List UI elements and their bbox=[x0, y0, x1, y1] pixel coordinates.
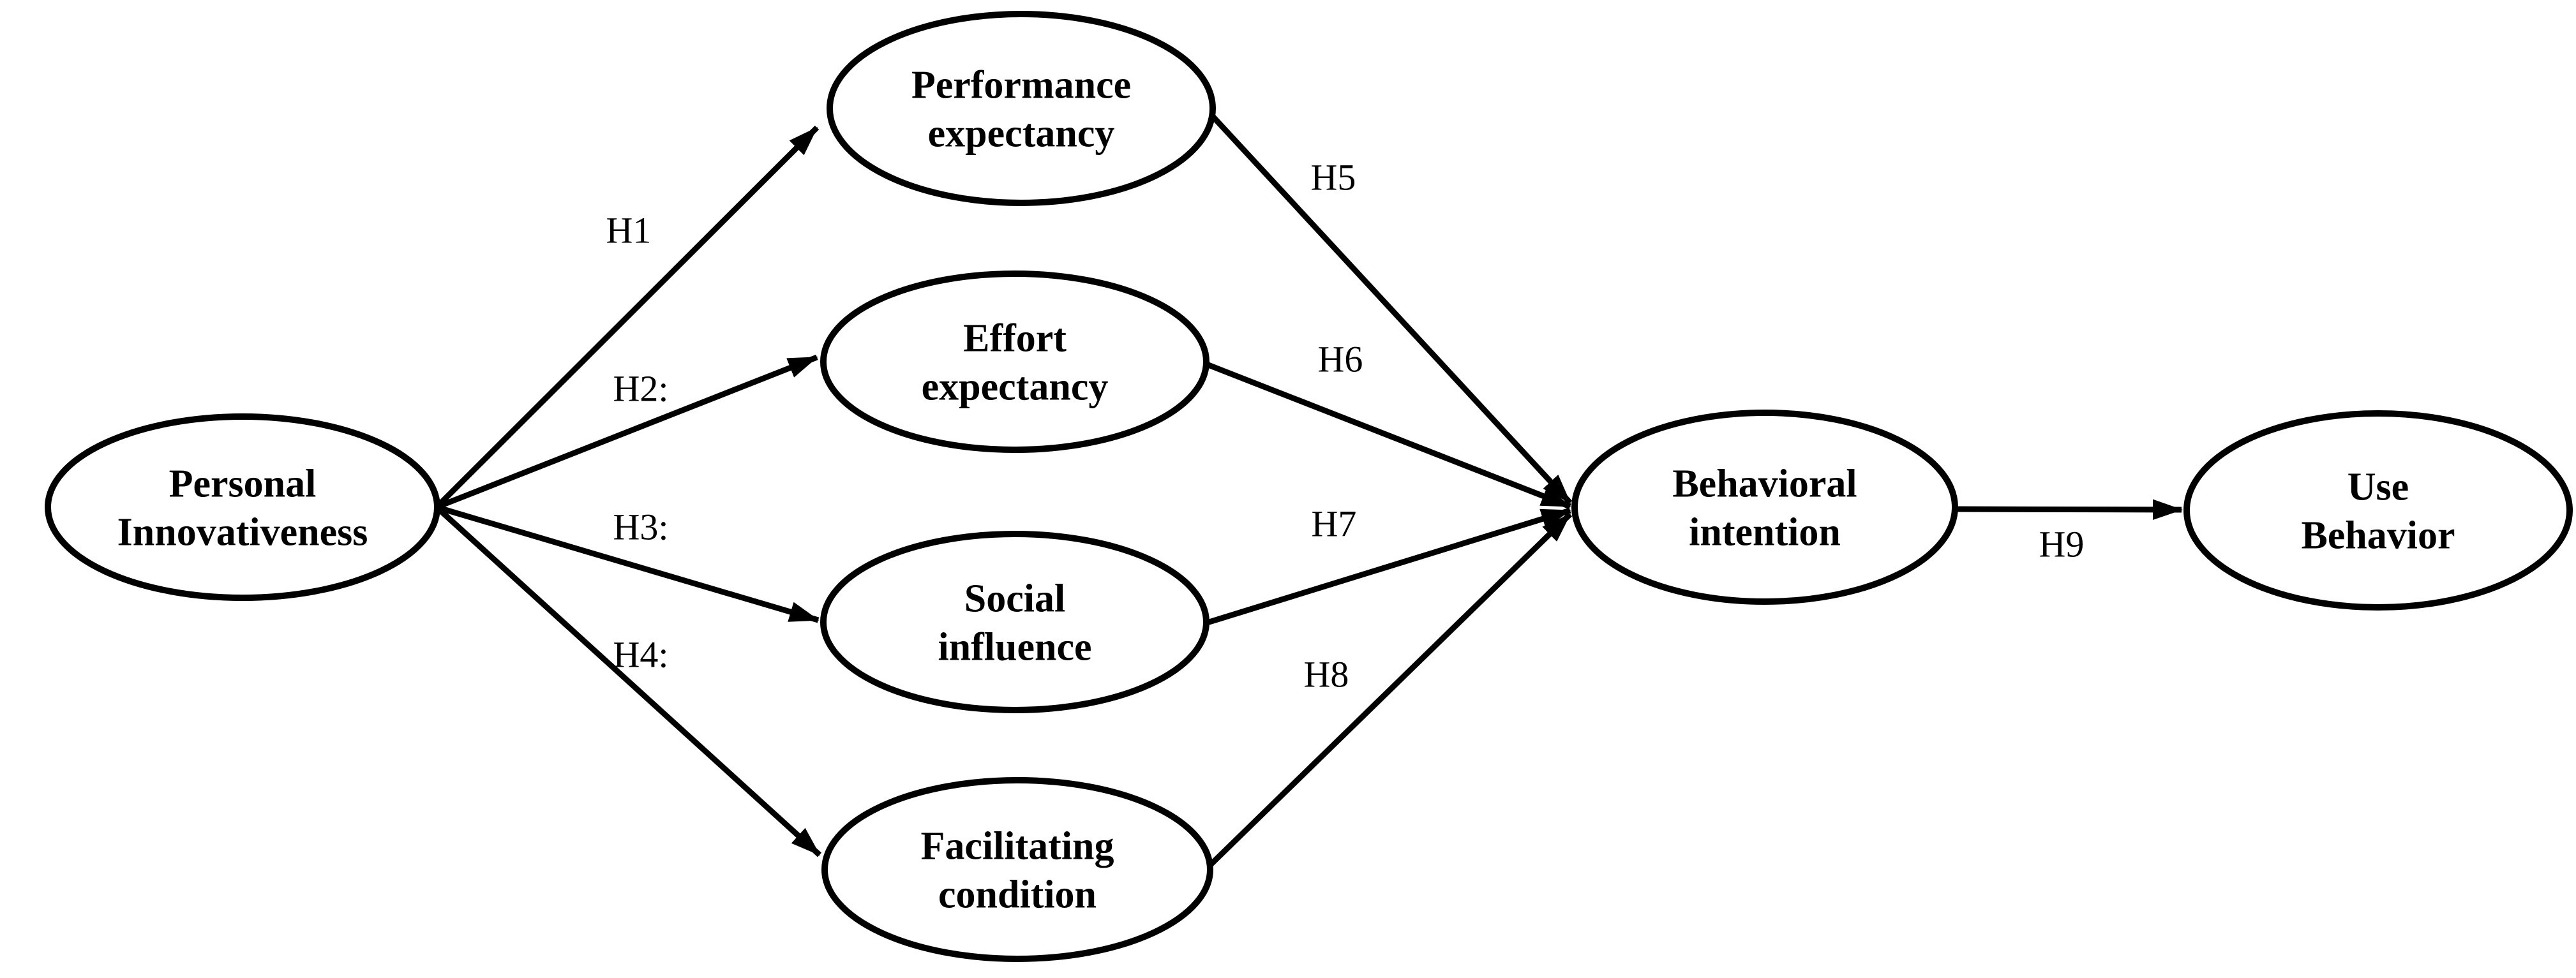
node-social-influence-label-line-1: Social bbox=[964, 577, 1065, 621]
edge-h1-arrow bbox=[434, 125, 820, 510]
node-facilitating-condition: Facilitating condition bbox=[821, 777, 1213, 962]
node-facilitating-condition-label-line-1: Facilitating bbox=[920, 825, 1114, 868]
edge-h3-label: H3: bbox=[613, 506, 669, 547]
edge-h5-label: H5 bbox=[1311, 156, 1356, 198]
node-effort-expectancy: Effort expectancy bbox=[820, 270, 1209, 453]
node-use-behavior-ellipse bbox=[2183, 410, 2573, 611]
node-behavioral-intention: Behavioral intention bbox=[1571, 410, 1958, 605]
node-performance-expectancy-label-line-1: Performance bbox=[911, 64, 1131, 107]
edge-h8-label: H8 bbox=[1304, 653, 1349, 695]
node-behavioral-intention-ellipse bbox=[1571, 410, 1958, 605]
node-personal-innovativeness-label-line-1: Personal bbox=[169, 463, 317, 506]
node-performance-expectancy: Performance expectancy bbox=[827, 11, 1216, 206]
edge-h1-label: H1 bbox=[606, 209, 652, 251]
edge-h9-arrow bbox=[1954, 499, 2183, 521]
edge-h5-arrow bbox=[1208, 111, 1573, 505]
node-performance-expectancy-ellipse bbox=[827, 11, 1216, 206]
edge-h9-label: H9 bbox=[2039, 523, 2085, 565]
edge-h4-label: H4: bbox=[613, 633, 669, 675]
edge-h7-arrow bbox=[1204, 507, 1571, 626]
node-performance-expectancy-label: Performance expectancy bbox=[911, 64, 1131, 156]
node-social-influence: Social influence bbox=[820, 531, 1209, 713]
node-effort-expectancy-label: Effort expectancy bbox=[922, 317, 1109, 409]
node-behavioral-intention-label-line-2: intention bbox=[1689, 511, 1841, 554]
node-personal-innovativeness-ellipse bbox=[45, 413, 440, 601]
node-effort-expectancy-label-line-2: expectancy bbox=[922, 366, 1109, 409]
node-facilitating-condition-label-line-2: condition bbox=[938, 873, 1097, 917]
edge-h2-label: H2: bbox=[613, 367, 669, 409]
edges-layer bbox=[434, 111, 2183, 869]
node-personal-innovativeness-label-line-2: Innovativeness bbox=[117, 511, 368, 554]
node-social-influence-ellipse bbox=[820, 531, 1209, 713]
edge-h8-arrow bbox=[1206, 512, 1573, 869]
node-facilitating-condition-label: Facilitating condition bbox=[920, 825, 1114, 917]
node-behavioral-intention-label: Behavioral intention bbox=[1672, 463, 1857, 554]
node-facilitating-condition-ellipse bbox=[821, 777, 1213, 962]
edge-h6-arrow bbox=[1204, 360, 1571, 510]
node-use-behavior-label-line-1: Use bbox=[2348, 466, 2409, 509]
node-effort-expectancy-ellipse bbox=[820, 270, 1209, 453]
node-use-behavior-label-line-2: Behavior bbox=[2301, 514, 2455, 558]
edge-h7-label: H7 bbox=[1312, 503, 1357, 544]
edge-h2-arrow bbox=[435, 354, 818, 510]
node-effort-expectancy-label-line-1: Effort bbox=[963, 317, 1067, 360]
node-social-influence-label: Social influence bbox=[938, 577, 1091, 669]
node-performance-expectancy-label-line-2: expectancy bbox=[928, 112, 1115, 156]
edge-h3-arrow bbox=[435, 504, 820, 623]
edge-h6-label: H6 bbox=[1318, 338, 1363, 380]
edge-h4-arrow bbox=[434, 505, 822, 857]
node-social-influence-label-line-2: influence bbox=[938, 626, 1091, 669]
node-behavioral-intention-label-line-1: Behavioral bbox=[1672, 463, 1857, 506]
